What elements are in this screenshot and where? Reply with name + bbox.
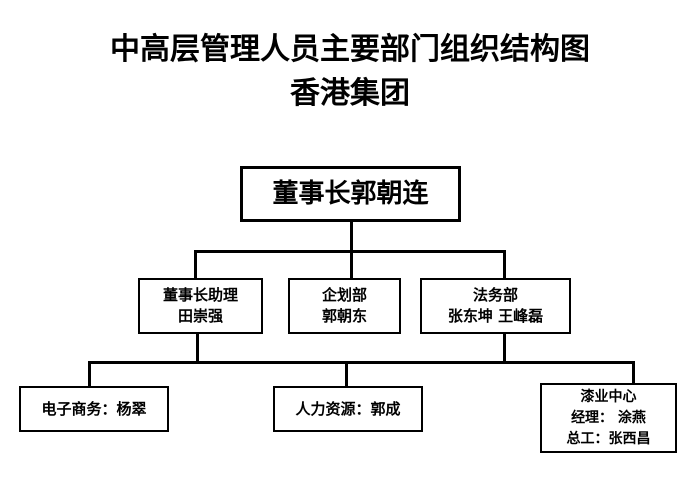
node-paint-line-3: 总工：张西昌 (566, 430, 651, 447)
node-ecommerce[interactable]: 电子商务：杨翠 (19, 386, 169, 432)
node-planning-department[interactable]: 企划部 郭朝东 (288, 278, 401, 334)
node-legal-line-2: 张东坤 王峰磊 (447, 307, 544, 325)
node-chairman-line-1: 董事长郭朝连 (272, 179, 429, 209)
connector-legal-stem (503, 332, 506, 363)
node-paint-line-2: 经理： 涂燕 (571, 409, 646, 426)
connector-chairman-stem (350, 219, 353, 253)
title-line-1: 中高层管理人员主要部门组织结构图 (110, 32, 590, 67)
node-paint-line-1: 漆业中心 (580, 388, 637, 405)
connector-to-planning (350, 250, 353, 280)
connector-level3-bus (88, 361, 635, 364)
connector-assistant-stem (196, 332, 199, 363)
node-legal-line-1: 法务部 (472, 286, 518, 304)
node-planning-line-1: 企划部 (321, 286, 367, 304)
node-hr-line-1: 人力资源：郭成 (295, 399, 401, 418)
node-human-resources[interactable]: 人力资源：郭成 (273, 386, 423, 432)
node-paint-center[interactable]: 漆业中心 经理： 涂燕 总工：张西昌 (540, 383, 677, 453)
node-ecommerce-line-1: 电子商务：杨翠 (41, 399, 147, 418)
page-title: 中高层管理人员主要部门组织结构图 香港集团 (0, 28, 700, 116)
connector-to-ecommerce (88, 361, 91, 389)
connector-to-legal (503, 250, 506, 280)
connector-to-hr (345, 361, 348, 389)
connector-to-assistant (194, 250, 197, 280)
node-legal-department[interactable]: 法务部 张东坤 王峰磊 (420, 278, 571, 334)
node-chairman[interactable]: 董事长郭朝连 (240, 166, 461, 222)
node-chairman-assistant[interactable]: 董事长助理 田崇强 (138, 278, 263, 334)
node-assistant-line-1: 董事长助理 (162, 286, 238, 304)
node-assistant-line-2: 田崇强 (177, 307, 223, 325)
node-planning-line-2: 郭朝东 (321, 307, 367, 325)
title-line-2: 香港集团 (290, 76, 410, 111)
connector-to-paint (632, 361, 635, 386)
